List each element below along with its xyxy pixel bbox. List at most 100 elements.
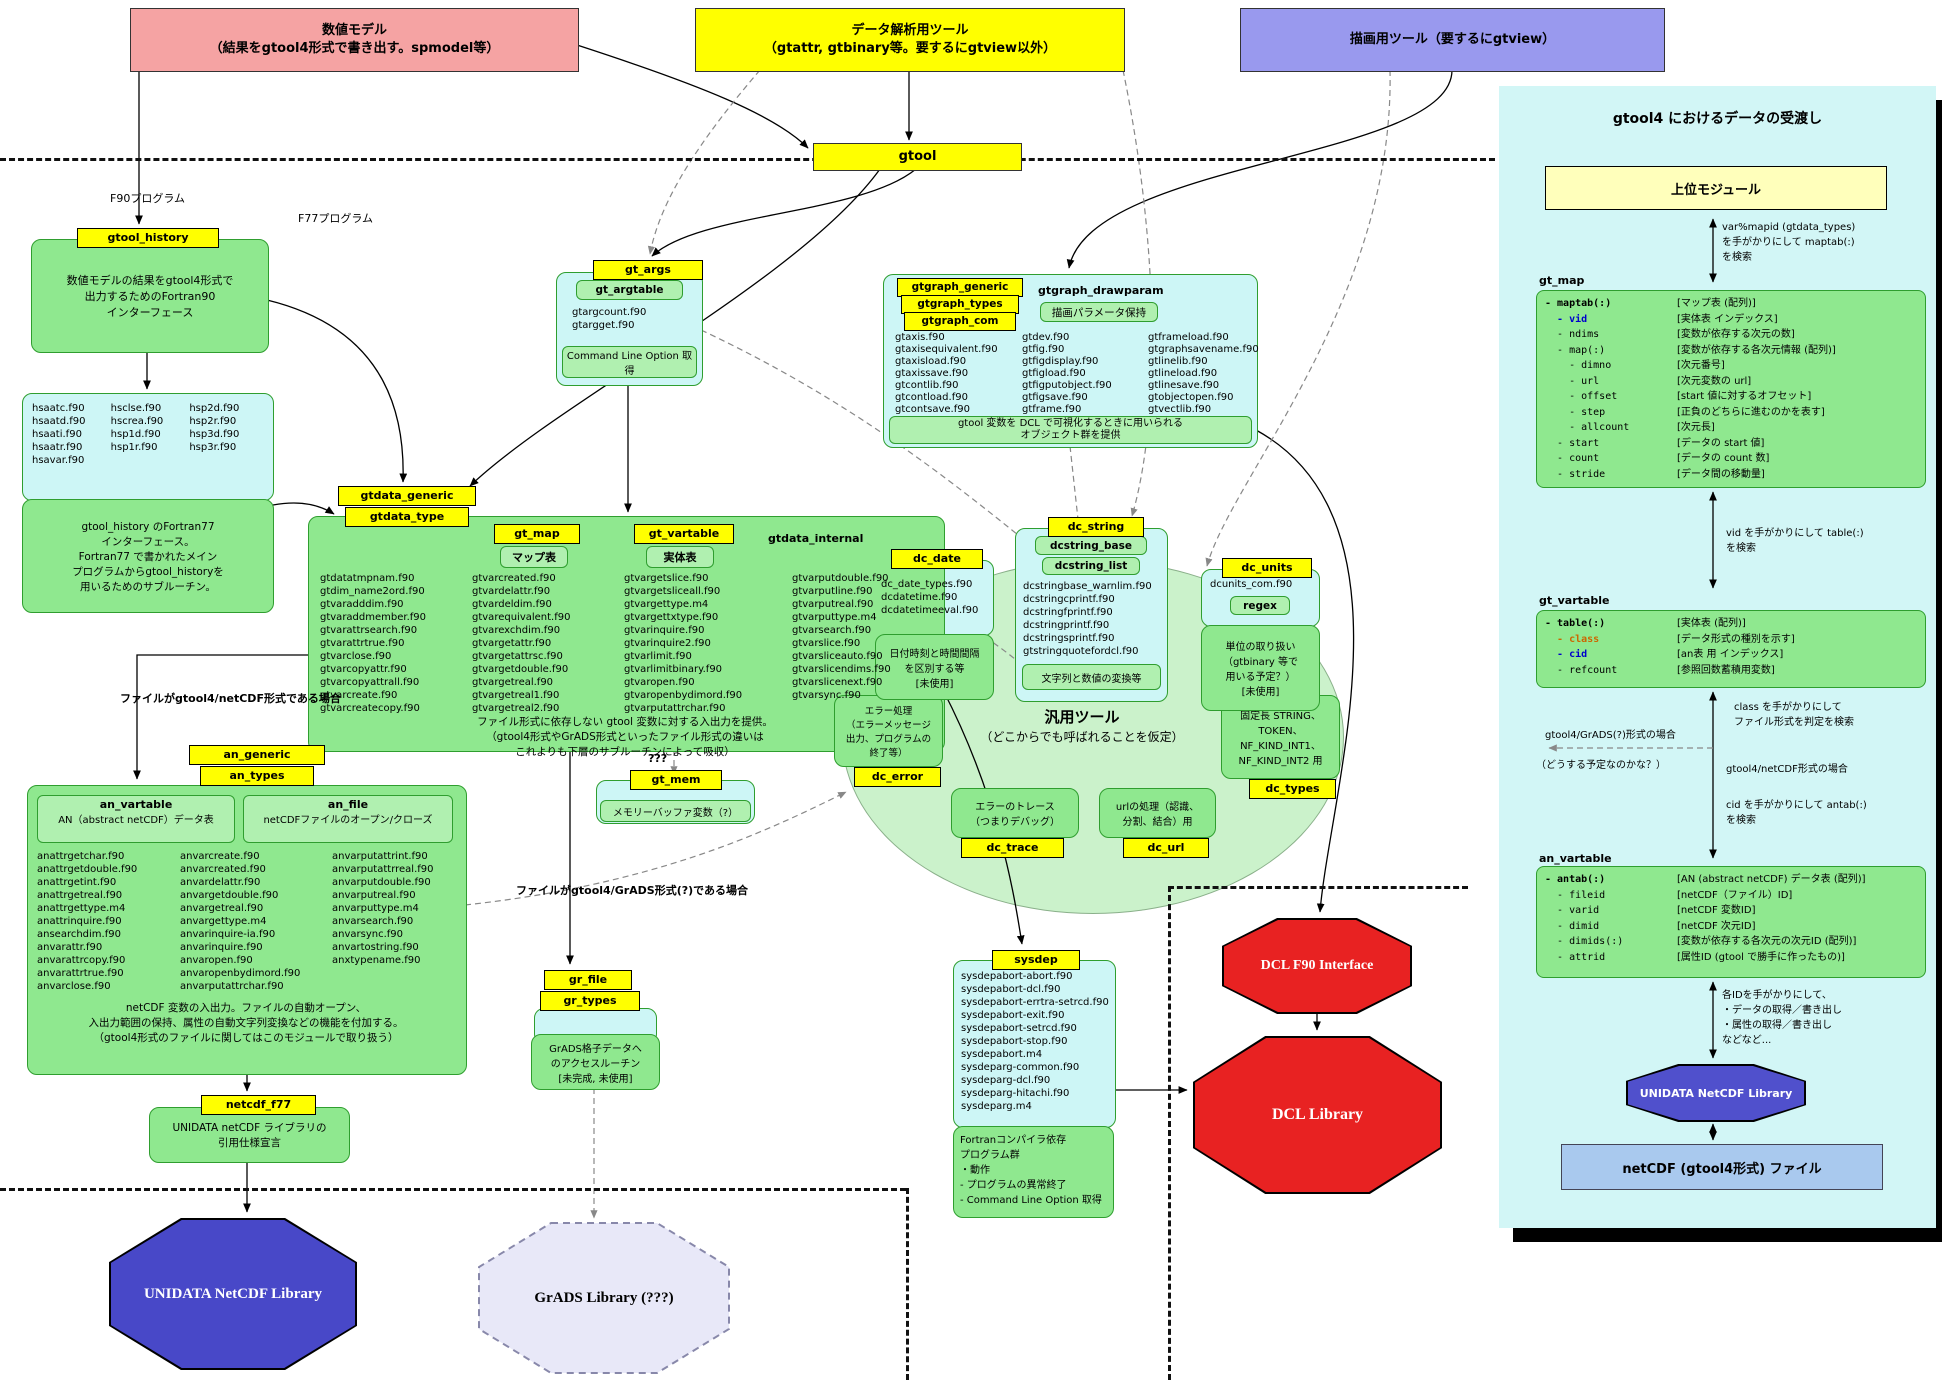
file-item: sysdepabort-abort.f90 — [961, 971, 1073, 982]
file-item: gtvarinquire.f90 — [624, 625, 705, 636]
gr-file-tag: gr_file — [544, 970, 632, 990]
unidata-netcdf-octagon: UNIDATA NetCDF Library — [109, 1218, 357, 1370]
gt-map-tag: gt_map — [494, 524, 580, 544]
file-item: gtcontload.f90 — [895, 392, 968, 403]
field-name: - dimids(:) — [1545, 936, 1624, 947]
panel-an-vartable-label: an_vartable — [1539, 852, 1612, 865]
field-row: - count[データの count 数] — [1545, 451, 1917, 467]
file-item: gtfigputobject.f90 — [1022, 380, 1112, 391]
field-desc: [次元変数の url] — [1677, 375, 1752, 387]
field-name: - attrid — [1545, 951, 1606, 963]
file-item: gtargget.f90 — [572, 320, 635, 331]
dc-error-tag: dc_error — [854, 767, 941, 787]
f77-program-label: F77プログラム — [298, 212, 373, 225]
gt-args-desc: Command Line Option 取得 — [562, 346, 697, 378]
field-desc: [参照回数蓄積用変数] — [1677, 664, 1775, 676]
gtgraph-drawparam-title: gtgraph_drawparam — [1038, 284, 1164, 297]
file-item: gtvardelattr.f90 — [472, 586, 551, 597]
gtgraph-types-tag: gtgraph_types — [901, 295, 1019, 314]
file-item: gtvarinquire2.f90 — [624, 638, 711, 649]
file-item: gtvaropen.f90 — [624, 677, 695, 688]
gt-map-label: マップ表 — [500, 546, 568, 568]
field-row: - fileid[netCDF（ファイル）ID] — [1545, 888, 1917, 904]
field-name: - allcount — [1545, 422, 1630, 433]
sysdep-box — [953, 960, 1116, 1128]
sysdep-files: sysdepabort-abort.f90 sysdepabort-dcl.f90… — [961, 970, 1109, 1113]
file-item: anvarinquire.f90 — [180, 942, 263, 953]
field-row: - start[データの start 値] — [1545, 436, 1917, 452]
field-desc: [変数が依存する各次元の次元ID (配列)] — [1677, 936, 1857, 947]
generic-tools-title: 汎用ツール — [1044, 708, 1120, 726]
panel-step3: class を手がかりにして ファイル形式を判定を検索 — [1734, 702, 1854, 728]
panel-branch-grads-note: （どうする予定なのかな？） — [1536, 760, 1666, 771]
panel-gt-map-label: gt_map — [1539, 274, 1585, 287]
file-item: gtvarputline.f90 — [792, 586, 873, 597]
field-row: - offset[start 値に対するオフセット] — [1545, 389, 1917, 405]
gtool-history-tag: gtool_history — [77, 228, 219, 248]
file-item: anattrgettype.m4 — [37, 903, 126, 914]
field-desc: [次元長] — [1677, 422, 1715, 433]
file-item: anvarattrtrue.f90 — [37, 968, 124, 979]
gtdata-files-col4: gtvarputdouble.f90 gtvarputline.f90 gtvarp… — [792, 572, 938, 702]
file-item: gtlinesave.f90 — [1148, 380, 1220, 391]
field-row: - ndims[変数が依存する次元の数] — [1545, 327, 1917, 343]
field-name: - count — [1545, 453, 1600, 464]
file-item: dcstringprintf.f90 — [1023, 620, 1110, 631]
field-desc: [次元番号] — [1677, 360, 1725, 371]
field-name: - stride — [1545, 468, 1606, 480]
file-item: gtfig.f90 — [1022, 344, 1065, 355]
dcl-library-octagon: DCL Library — [1193, 1036, 1442, 1194]
file-item: gtvargetdouble.f90 — [472, 664, 569, 675]
file-item: gtvarslicendims.f90 — [792, 664, 891, 675]
dcl-separator-h — [1168, 886, 1468, 889]
file-item: gtvargetsliceall.f90 — [624, 586, 721, 597]
field-name: - cid — [1545, 649, 1588, 660]
gr-types-tag: gr_types — [540, 991, 640, 1011]
an-generic-tag: an_generic — [189, 745, 325, 765]
field-desc: [変数が依存する各次元情報 (配列)] — [1677, 344, 1836, 356]
file-item: sysdepabort-setrcd.f90 — [961, 1023, 1077, 1034]
panel-gt-vartable-box: - table(:)[実体表 (配列)] - class[データ形式の種別を示す… — [1536, 610, 1926, 688]
gtool-history-box: 数値モデルの結果をgtool4形式で 出力するためのFortran90 インター… — [31, 239, 269, 353]
field-desc: [netCDF（ファイル）ID] — [1677, 889, 1793, 901]
file-item: hsp3d.f90 — [189, 429, 240, 440]
file-item: gtvarputtype.m4 — [792, 612, 877, 623]
field-name: - offset — [1545, 391, 1618, 402]
file-item: sysdepabort-dcl.f90 — [961, 984, 1061, 995]
file-item: anvaropenbydimord.f90 — [180, 968, 301, 979]
file-item: anvarputdouble.f90 — [332, 877, 431, 888]
dc-date-desc: 日付時刻と時間間隔 を区別する等 [未使用] — [875, 634, 994, 700]
file-item: sysdeparg-dcl.f90 — [961, 1075, 1051, 1086]
field-name: - refcount — [1545, 664, 1618, 676]
file-item: hsaatc.f90 — [32, 403, 85, 414]
field-name: - table(:) — [1545, 618, 1606, 629]
field-desc: [netCDF 変数ID] — [1677, 905, 1756, 916]
panel-step2: vid を手がかりにして table(:) を検索 — [1726, 528, 1864, 554]
file-item: anattrgetint.f90 — [37, 877, 117, 888]
dcl-library-label: DCL Library — [1195, 1038, 1440, 1192]
field-name: - map(:) — [1545, 344, 1606, 356]
field-name: - dimid — [1545, 920, 1600, 932]
file-item: hsp2r.f90 — [189, 416, 237, 427]
gtdata-desc: ファイル形式に依存しない gtool 変数に対する入出力を提供。 （gtool4… — [477, 716, 773, 758]
field-row: - allcount [次元長] — [1545, 420, 1917, 436]
file-item: anattrinquire.f90 — [37, 916, 122, 927]
dc-date-tag: dc_date — [891, 549, 983, 569]
field-row: - stride[データ間の移動量] — [1545, 467, 1917, 483]
netcdf-f77-box: UNIDATA netCDF ライブラリの 引用仕様宣言 — [149, 1107, 350, 1163]
file-item: gtvarattrtrue.f90 — [320, 638, 405, 649]
file-item: dcstringcprintf.f90 — [1023, 594, 1115, 605]
file-item: gtvarsliceauto.f90 — [792, 651, 883, 662]
file-item: sysdepabort-exit.f90 — [961, 1010, 1065, 1021]
file-item: anvarinquire-ia.f90 — [180, 929, 276, 940]
file-item: dc_date_types.f90 — [881, 579, 973, 590]
numeric-model-header: 数値モデル （結果をgtool4形式で書き出す。spmodel等） — [130, 8, 579, 72]
dc-trace-box: エラーのトレース （つまりデバッグ） — [951, 788, 1079, 838]
file-item: anvaropen.f90 — [180, 955, 253, 966]
f90-program-label: F90プログラム — [110, 192, 185, 205]
file-item: gtvarputdouble.f90 — [792, 573, 889, 584]
dc-url-tag: dc_url — [1123, 838, 1209, 858]
